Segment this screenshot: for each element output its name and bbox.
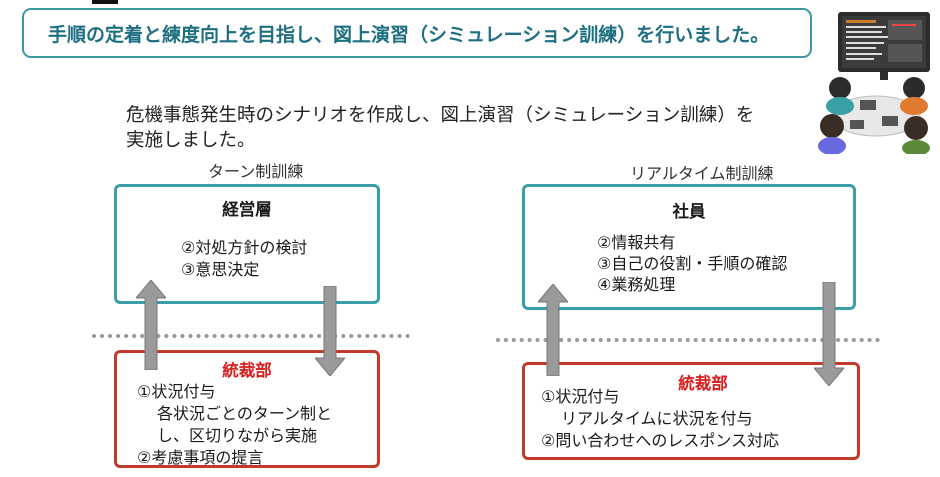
employee-item: ②情報共有 (597, 233, 676, 252)
management-item: ③意思決定 (181, 260, 260, 279)
dotted-divider (92, 334, 410, 338)
people-at-computers-icon (818, 8, 936, 156)
management-box-title: 経営層 (222, 200, 272, 219)
employee-item: ③自己の役割・手順の確認 (597, 254, 788, 273)
employee-box: 社員 ②情報共有 ③自己の役割・手順の確認 ④業務処理 (522, 184, 856, 310)
realtime-training-title: リアルタイム制訓練 (630, 164, 774, 183)
intro-line-2: 実施しました。 (126, 130, 256, 151)
up-arrow-icon (136, 280, 166, 370)
intro-text: 危機事態発生時のシナリオを作成し、図上演習（シミュレーション訓練）を 実施しまし… (126, 103, 826, 153)
turn-based-training-title: ターン制訓練 (208, 162, 304, 181)
control-item: リアルタイムに状況を付与 (561, 409, 753, 428)
control-item: 各状況ごとのターン制と (157, 404, 333, 423)
control-box-realtime: 統裁部 ①状況付与 リアルタイムに状況を付与 ②問い合わせへのレスポンス対応 (522, 362, 860, 460)
dotted-divider (496, 338, 880, 342)
intro-line-1: 危機事態発生時のシナリオを作成し、図上演習（シミュレーション訓練）を (126, 105, 755, 126)
down-arrow-icon (315, 286, 345, 376)
control-box-title: 統裁部 (222, 361, 272, 380)
employee-box-title: 社員 (672, 202, 706, 221)
corner-mark (92, 0, 118, 4)
control-item: ①状況付与 (541, 387, 620, 406)
employee-item: ④業務処理 (597, 275, 676, 294)
management-box: 経営層 ②対処方針の検討 ③意思決定 (114, 184, 380, 304)
down-arrow-icon (814, 282, 844, 386)
control-item: し、区切りながら実施 (157, 426, 318, 445)
control-box-title: 統裁部 (678, 374, 728, 393)
headline-banner: 手順の定着と練度向上を目指し、図上演習（シミュレーション訓練）を行いました。 (22, 8, 812, 58)
management-item: ②対処方針の検討 (181, 238, 308, 257)
control-item: ①状況付与 (137, 382, 216, 401)
control-item: ②問い合わせへのレスポンス対応 (541, 431, 780, 450)
headline-text: 手順の定着と練度向上を目指し、図上演習（シミュレーション訓練）を行いました。 (48, 23, 770, 46)
control-item: ②考慮事項の提言 (137, 448, 264, 467)
up-arrow-icon (538, 284, 568, 376)
